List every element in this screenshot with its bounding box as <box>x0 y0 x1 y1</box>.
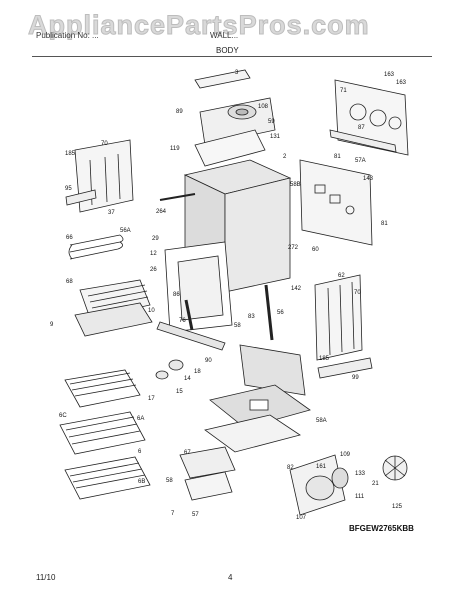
callout-10: 10 <box>148 308 155 314</box>
callout-7: 7 <box>171 511 175 517</box>
callout-9: 9 <box>50 322 54 328</box>
callout-14: 14 <box>184 376 191 382</box>
callout-109: 109 <box>340 452 351 458</box>
callout-108: 108 <box>258 104 269 110</box>
callout-56: 56 <box>277 310 284 316</box>
callout-58: 58 <box>234 323 241 329</box>
part-bottom-pan <box>204 414 301 453</box>
callout-185: 185 <box>65 151 76 157</box>
section-title: BODY <box>216 46 239 55</box>
callout-58b: 58 <box>166 478 173 484</box>
callout-111: 111 <box>355 494 365 500</box>
callout-86: 86 <box>173 292 180 298</box>
callout-37: 37 <box>108 210 115 216</box>
callout-58B: 58B <box>290 182 301 188</box>
header-divider <box>32 56 432 57</box>
callout-163: 163 <box>384 72 395 78</box>
part-oven-rack-upper <box>64 369 141 408</box>
footer-date: 11/10 <box>36 573 56 582</box>
part-top-vent-plate <box>194 69 251 89</box>
callout-70: 70 <box>101 141 108 147</box>
callout-71: 71 <box>340 88 347 94</box>
part-bake-element <box>68 234 124 260</box>
part-back-wall <box>299 159 373 246</box>
model-number: BFGEW2765KBB <box>349 524 414 533</box>
callout-70b: 70 <box>354 290 361 296</box>
callout-18: 18 <box>194 369 201 375</box>
part-wrapper-side-right <box>224 177 291 293</box>
callout-142: 142 <box>291 286 302 292</box>
callout-60: 60 <box>312 247 319 253</box>
callout-26: 26 <box>150 267 157 273</box>
callout-6: 6 <box>138 449 142 455</box>
callout-12: 12 <box>150 251 157 257</box>
page-number: 4 <box>228 573 233 582</box>
callout-29: 29 <box>152 236 159 242</box>
callout-119: 119 <box>170 146 180 152</box>
callout-272: 272 <box>288 245 299 251</box>
callout-81b: 81 <box>381 221 388 227</box>
callout-6A: 6A <box>137 416 144 422</box>
part-broil-pan <box>74 302 153 337</box>
callout-6C: 6C <box>59 413 67 419</box>
callout-163b: 163 <box>396 80 407 86</box>
callout-21: 21 <box>372 481 379 487</box>
callout-133: 133 <box>355 471 366 477</box>
callout-185b: 185 <box>319 356 330 362</box>
callout-57: 57 <box>192 512 199 518</box>
callout-3: 3 <box>235 70 239 76</box>
callout-67: 67 <box>184 450 191 456</box>
watermark-logo: AppliancePartsPros.com <box>28 10 370 41</box>
callout-76: 76 <box>179 318 186 324</box>
header-product: WALL... <box>210 31 239 40</box>
callout-6B: 6B <box>138 479 145 485</box>
part-oven-rack-bottom <box>64 456 151 500</box>
callout-15: 15 <box>176 389 183 395</box>
callout-125: 125 <box>392 504 403 510</box>
callout-99: 99 <box>352 375 359 381</box>
callout-56A: 56A <box>120 228 131 234</box>
callout-57A: 57A <box>355 158 366 164</box>
part-side-panel-right <box>314 274 363 361</box>
callout-68: 68 <box>66 279 73 285</box>
part-insulation-back <box>239 344 306 396</box>
callout-107: 107 <box>296 515 307 521</box>
part-oven-rack-lower <box>59 411 146 455</box>
callout-2: 2 <box>283 154 287 160</box>
callout-87: 87 <box>358 125 365 131</box>
callout-59: 59 <box>268 119 275 125</box>
callout-81: 81 <box>334 154 341 160</box>
callout-161: 161 <box>316 464 327 470</box>
callout-131: 131 <box>270 134 281 140</box>
callout-17: 17 <box>148 396 155 402</box>
part-front-trim <box>156 321 226 351</box>
callout-83: 83 <box>248 314 255 320</box>
header-publication: Publication No: ... <box>36 31 99 40</box>
callout-66: 66 <box>66 235 73 241</box>
callout-89: 89 <box>176 109 183 115</box>
callout-143: 143 <box>363 176 374 182</box>
part-duct-plate <box>194 129 266 167</box>
callout-82: 82 <box>287 465 294 471</box>
callout-58A: 58A <box>316 418 327 424</box>
callout-62: 62 <box>338 273 345 279</box>
callout-264: 264 <box>156 209 167 215</box>
callout-95: 95 <box>65 186 72 192</box>
callout-90: 90 <box>205 358 212 364</box>
part-burner-box <box>179 446 236 479</box>
